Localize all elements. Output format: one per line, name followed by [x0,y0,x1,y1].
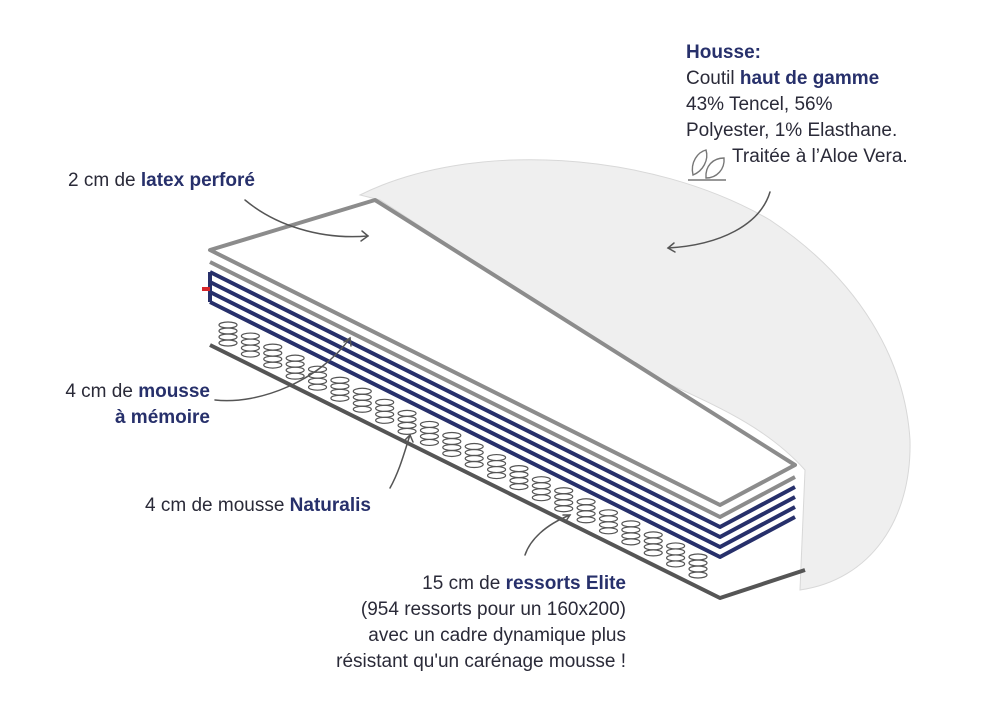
housse-line2: 43% Tencel, 56% [686,94,833,115]
spring [397,409,417,435]
spring [643,531,663,557]
housse-line1-b: haut de gamme [739,68,880,89]
naturalis-b: Naturalis [289,495,371,516]
ressorts-a: 15 cm de [422,573,506,594]
spring [621,520,641,546]
arrows [214,191,771,556]
spring [688,553,708,579]
label-housse: Housse: Coutil haut de gamme 43% Tencel,… [686,40,908,170]
foam-layers [208,270,796,559]
latex-a: 2 cm de [68,170,141,191]
spring [218,321,238,347]
housse-line3: Polyester, 1% Elasthane. [686,120,898,141]
housse-title: Housse: [686,42,761,63]
naturalis-a: 4 cm de mousse [145,495,290,516]
spring [464,442,484,469]
spring [240,332,260,358]
spring [531,476,551,502]
label-naturalis: 4 cm de mousse Naturalis [145,493,371,519]
spring [509,465,529,491]
memoire-b1: mousse [138,381,210,402]
spring [263,343,283,369]
housse-line4: Traitée à l’Aloe Vera. [732,146,908,167]
spring [576,498,596,524]
spring [419,420,440,447]
ressorts-line3: avec un cadre dynamique plus [368,625,626,646]
spring [486,453,507,480]
memoire-b2: à mémoire [114,407,210,428]
memoire-a: 4 cm de [65,381,139,402]
red-tag [202,287,210,291]
label-latex: 2 cm de latex perforé [68,168,255,194]
ressorts-line4: résistant qu'un carénage mousse ! [336,651,626,672]
label-ressorts: 15 cm de ressorts Elite (954 ressorts po… [250,571,626,675]
spring [352,387,372,413]
ressorts-line2: (954 ressorts pour un 160x200) [360,599,626,620]
spring [598,509,619,535]
springs-layer [209,312,806,600]
spring [554,487,574,513]
spring [375,398,395,424]
latex-b: latex perforé [140,170,255,191]
leaf-icon [688,149,726,181]
spring [442,431,462,458]
label-memoire: 4 cm de mousse à mémoire [40,379,210,431]
cover-shape [358,159,911,591]
ressorts-b: ressorts Elite [505,573,626,594]
spring [666,542,686,568]
spring [330,376,350,402]
spring [285,354,305,380]
housse-line1-a: Coutil [686,68,740,89]
latex-layer [208,198,797,519]
